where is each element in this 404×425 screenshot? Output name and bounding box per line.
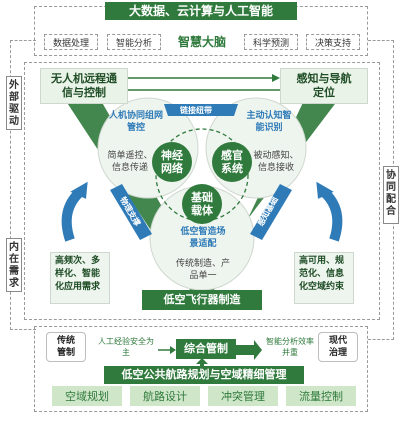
bottom-cell-flow-control: 流量控制 bbox=[286, 386, 356, 406]
left-needs-text: 高频次、多样化、智能化应用需求 bbox=[55, 256, 101, 292]
sensory-system-label: 感官系统 bbox=[221, 149, 243, 175]
governance-section bbox=[34, 326, 368, 412]
bottom-banner: 低空公共航路规划与空域精细管理 bbox=[104, 366, 304, 384]
base-carrier-node: 基础载体 bbox=[182, 184, 222, 224]
right-circle-sub-text: 被动感知、信息接收 bbox=[253, 151, 299, 173]
right-needs-text: 高可用、规范化、信息化空域约束 bbox=[299, 256, 345, 292]
right-needs-box: 高可用、规范化、信息化空域约束 bbox=[294, 252, 354, 304]
top-cell-data-processing: 数据处理 bbox=[44, 34, 98, 50]
bottom-circle-title-text: 低空智造场景适配 bbox=[180, 227, 226, 249]
coordination-label: 协同配合 bbox=[383, 166, 399, 224]
sensory-system-node: 感官系统 bbox=[212, 142, 252, 182]
top-cell-decision-support: 决策支持 bbox=[306, 34, 360, 50]
left-circle-sub-text: 简单遥控、信息传递 bbox=[107, 151, 153, 173]
left-governance-note-text: 人工经验安全为主 bbox=[98, 337, 154, 357]
bottom-cell-airspace-planning: 空域规划 bbox=[52, 386, 122, 406]
remote-comm-label: 无人机远程通信与控制 bbox=[51, 72, 117, 99]
bottom-circle-sub-text: 传统制造、产品单一 bbox=[176, 259, 231, 281]
right-governance-note-text: 智能分析效率并重 bbox=[266, 337, 314, 357]
internal-need-label: 内在需求 bbox=[6, 238, 22, 292]
link-top-label: 链接纽带 bbox=[180, 106, 212, 115]
bottom-circle-title: 低空智造场景适配 bbox=[178, 226, 228, 250]
left-circle-title: 人机协同组网管控 bbox=[108, 110, 164, 134]
nav-box: 感知与导航定位 bbox=[280, 68, 368, 104]
bottom-cell-conflict-management: 冲突管理 bbox=[208, 386, 278, 406]
base-carrier-label: 基础载体 bbox=[191, 191, 213, 217]
left-circle-sub: 简单遥控、信息传递 bbox=[104, 150, 156, 174]
integrated-control: 综合管制 bbox=[176, 339, 236, 359]
external-drive-label: 外部驱动 bbox=[6, 76, 22, 130]
traditional-control: 传统管制 bbox=[46, 332, 86, 362]
right-circle-title-text: 主动认知智能识别 bbox=[246, 111, 292, 133]
modern-governance-label: 现代治理 bbox=[328, 336, 347, 358]
left-governance-note: 人工经验安全为主 bbox=[98, 336, 154, 358]
right-governance-note: 智能分析效率并重 bbox=[266, 336, 314, 358]
right-circle-sub: 被动感知、信息接收 bbox=[250, 150, 302, 174]
outer-frame bbox=[24, 62, 380, 320]
top-banner: 大数据、云计算与人工智能 bbox=[105, 2, 297, 20]
right-circle-title: 主动认知智能识别 bbox=[244, 110, 294, 134]
modern-governance: 现代治理 bbox=[318, 332, 358, 362]
left-connector bbox=[10, 40, 36, 330]
traditional-control-label: 传统管制 bbox=[56, 336, 75, 358]
neural-network-label: 神经网络 bbox=[161, 149, 183, 175]
top-cell-scientific-prediction: 科学预测 bbox=[244, 34, 298, 50]
left-circle-title-text: 人机协同组网管控 bbox=[108, 111, 163, 133]
neural-network-node: 神经网络 bbox=[152, 142, 192, 182]
left-needs-box: 高频次、多样化、智能化应用需求 bbox=[50, 252, 110, 304]
remote-comm-box: 无人机远程通信与控制 bbox=[40, 68, 128, 104]
aircraft-manufacturing-box: 低空飞行器制造 bbox=[142, 290, 262, 310]
bottom-circle-sub: 传统制造、产品单一 bbox=[176, 258, 230, 282]
nav-label: 感知与导航定位 bbox=[296, 72, 352, 99]
bottom-cell-route-design: 航路设计 bbox=[130, 386, 200, 406]
top-cell-intelligent-analysis: 智能分析 bbox=[107, 34, 161, 50]
smart-brain: 智慧大脑 bbox=[177, 35, 226, 49]
